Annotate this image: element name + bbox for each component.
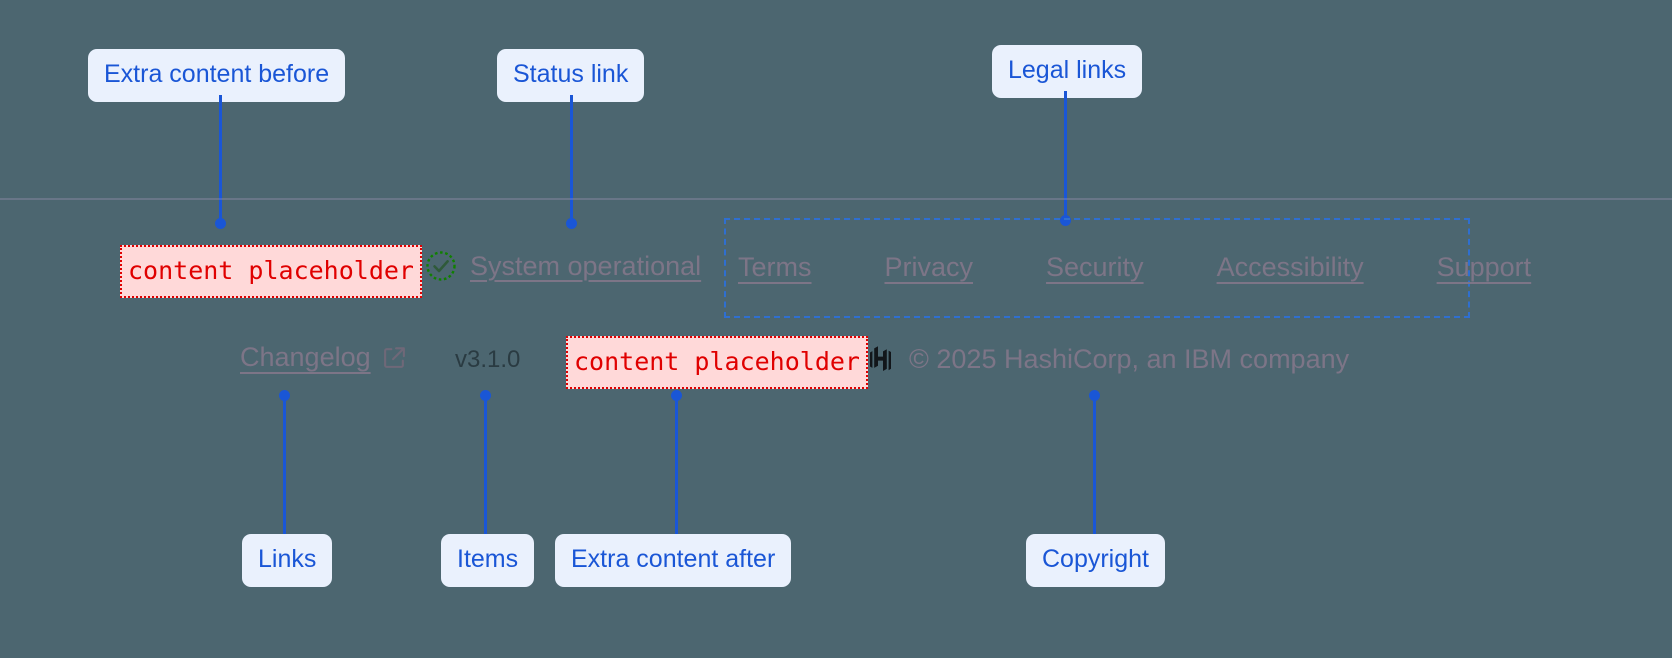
callout-links: Links: [242, 534, 333, 587]
legal-link-support[interactable]: Support: [1436, 252, 1532, 282]
leader-line-legal: [1064, 91, 1067, 220]
leader-dot-status: [566, 218, 577, 229]
leader-line-extra-before: [219, 95, 222, 223]
callout-items: Items: [441, 534, 535, 587]
check-circle-icon: [425, 250, 457, 282]
copyright-text: © 2025 HashiCorp, an IBM company: [909, 344, 1350, 374]
legal-link-privacy[interactable]: Privacy: [884, 252, 974, 282]
callout-copyright: Copyright: [1026, 534, 1165, 587]
status-link[interactable]: System operational: [425, 250, 701, 282]
leader-dot-legal: [1060, 215, 1071, 226]
content-placeholder-before: content placeholder: [120, 245, 422, 298]
callout-legal-links: Legal links: [992, 45, 1143, 98]
callout-status-link: Status link: [497, 49, 645, 102]
leader-line-extra-after: [675, 395, 678, 535]
legal-link-security[interactable]: Security: [1046, 252, 1144, 282]
status-link-label: System operational: [470, 250, 702, 281]
legal-link-accessibility[interactable]: Accessibility: [1216, 252, 1364, 282]
hashicorp-logo: [866, 343, 895, 376]
legal-links-group-outline: [724, 218, 1470, 318]
leader-line-links: [283, 395, 286, 535]
leader-line-copyright: [1093, 395, 1096, 535]
callout-extra-content-after: Extra content after: [555, 534, 792, 587]
leader-line-items: [484, 395, 487, 535]
legal-links-list: Terms Privacy Security Accessibility Sup…: [738, 254, 1531, 281]
content-placeholder-after: content placeholder: [566, 336, 868, 389]
footer-top-divider: [0, 198, 1672, 200]
callout-extra-content-before: Extra content before: [88, 49, 346, 102]
changelog-link[interactable]: Changelog: [240, 344, 407, 371]
external-link-icon: [382, 345, 407, 370]
version-label: v3.1.0: [455, 346, 521, 373]
legal-link-terms[interactable]: Terms: [738, 252, 812, 282]
changelog-label: Changelog: [240, 342, 371, 372]
leader-dot-extra-before: [215, 218, 226, 229]
copyright-block: © 2025 HashiCorp, an IBM company: [866, 343, 1349, 376]
leader-line-status: [570, 95, 573, 223]
